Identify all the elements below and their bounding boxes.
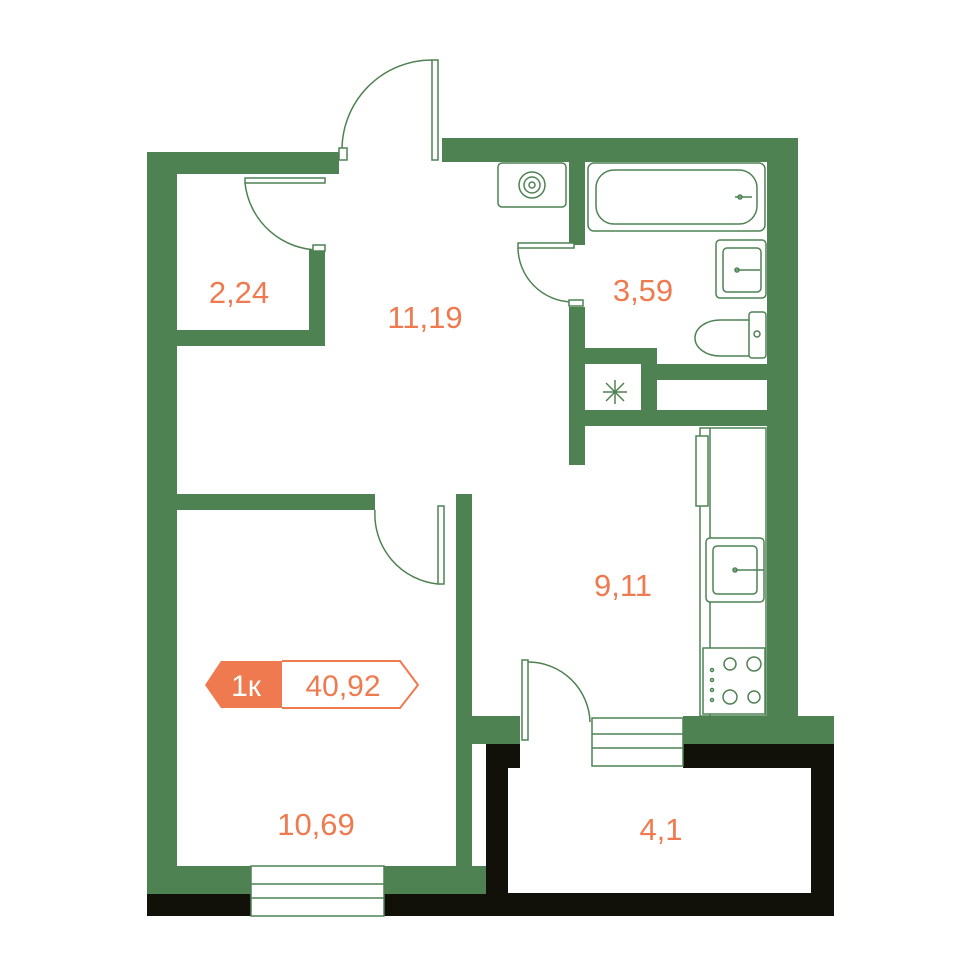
wall-storage-bottom [177,330,325,346]
wall-vent-bottom [585,410,767,426]
badge-rooms-tag [205,661,282,708]
kitchen-sink-icon [705,537,765,603]
bedroom-door [374,505,445,585]
wall-balcony-right-green [683,716,834,744]
fixtures [497,162,767,717]
wall-balcony-bottom-dark [486,893,834,916]
bedroom-window [250,865,385,917]
wall-bedroom-right [456,494,472,894]
wall-balcony-right-dark [811,744,834,916]
wall-storage-right [309,250,325,345]
balcony-door [521,659,591,741]
wall-balcony-left-dark [486,744,508,916]
bathroom-door [517,242,584,307]
bathroom-area-label: 3,59 [613,273,673,308]
balcony-door-window [591,717,684,767]
doors [244,59,591,741]
wall-top-right [442,138,798,162]
hallway-area-label: 11,19 [387,300,462,335]
windows [250,717,684,917]
stove-icon [702,647,766,715]
washbasin-icon [715,239,767,299]
wall-niche-top [657,364,767,380]
boiler-icon [497,162,567,208]
storage-area-label: 2,24 [209,275,269,310]
badge-area-box [282,660,420,709]
wall-bath-left-lower [569,307,585,465]
wall-bedroom-top [177,494,375,510]
apartment-badge: 1к 40,92 [205,660,420,709]
walls [147,138,834,914]
bathtub-icon [587,162,766,232]
kitchen-area-label: 9,11 [594,568,652,603]
wall-right-outer [767,138,798,742]
balcony-area-label: 4,1 [639,812,682,847]
wall-balcony-top-right-dark [683,744,834,768]
room-labels: 2,24 11,19 3,59 9,11 10,69 4,1 [209,273,683,847]
wall-top-left [147,152,339,174]
wall-bottom-mid-dark [384,894,486,916]
bedroom-area-label: 10,69 [277,807,355,842]
wall-balcony-top-left-dark [486,744,520,768]
wall-left-outer [147,152,177,914]
wall-balcony-left-green [472,716,520,744]
wall-bottom-left-dark [147,894,251,916]
exterior-walls [147,744,834,916]
ventilation-shaft-icon [603,380,627,404]
entrance-door [338,59,439,161]
wall-bath-left-upper [569,161,585,245]
storage-door [244,177,326,252]
wall-bottom-left-green [147,866,251,894]
wall-bath-bottom [585,348,657,364]
badge-total-area: 40,92 [305,670,380,703]
badge-rooms-label: 1к [231,670,262,703]
toilet-icon [694,311,767,359]
